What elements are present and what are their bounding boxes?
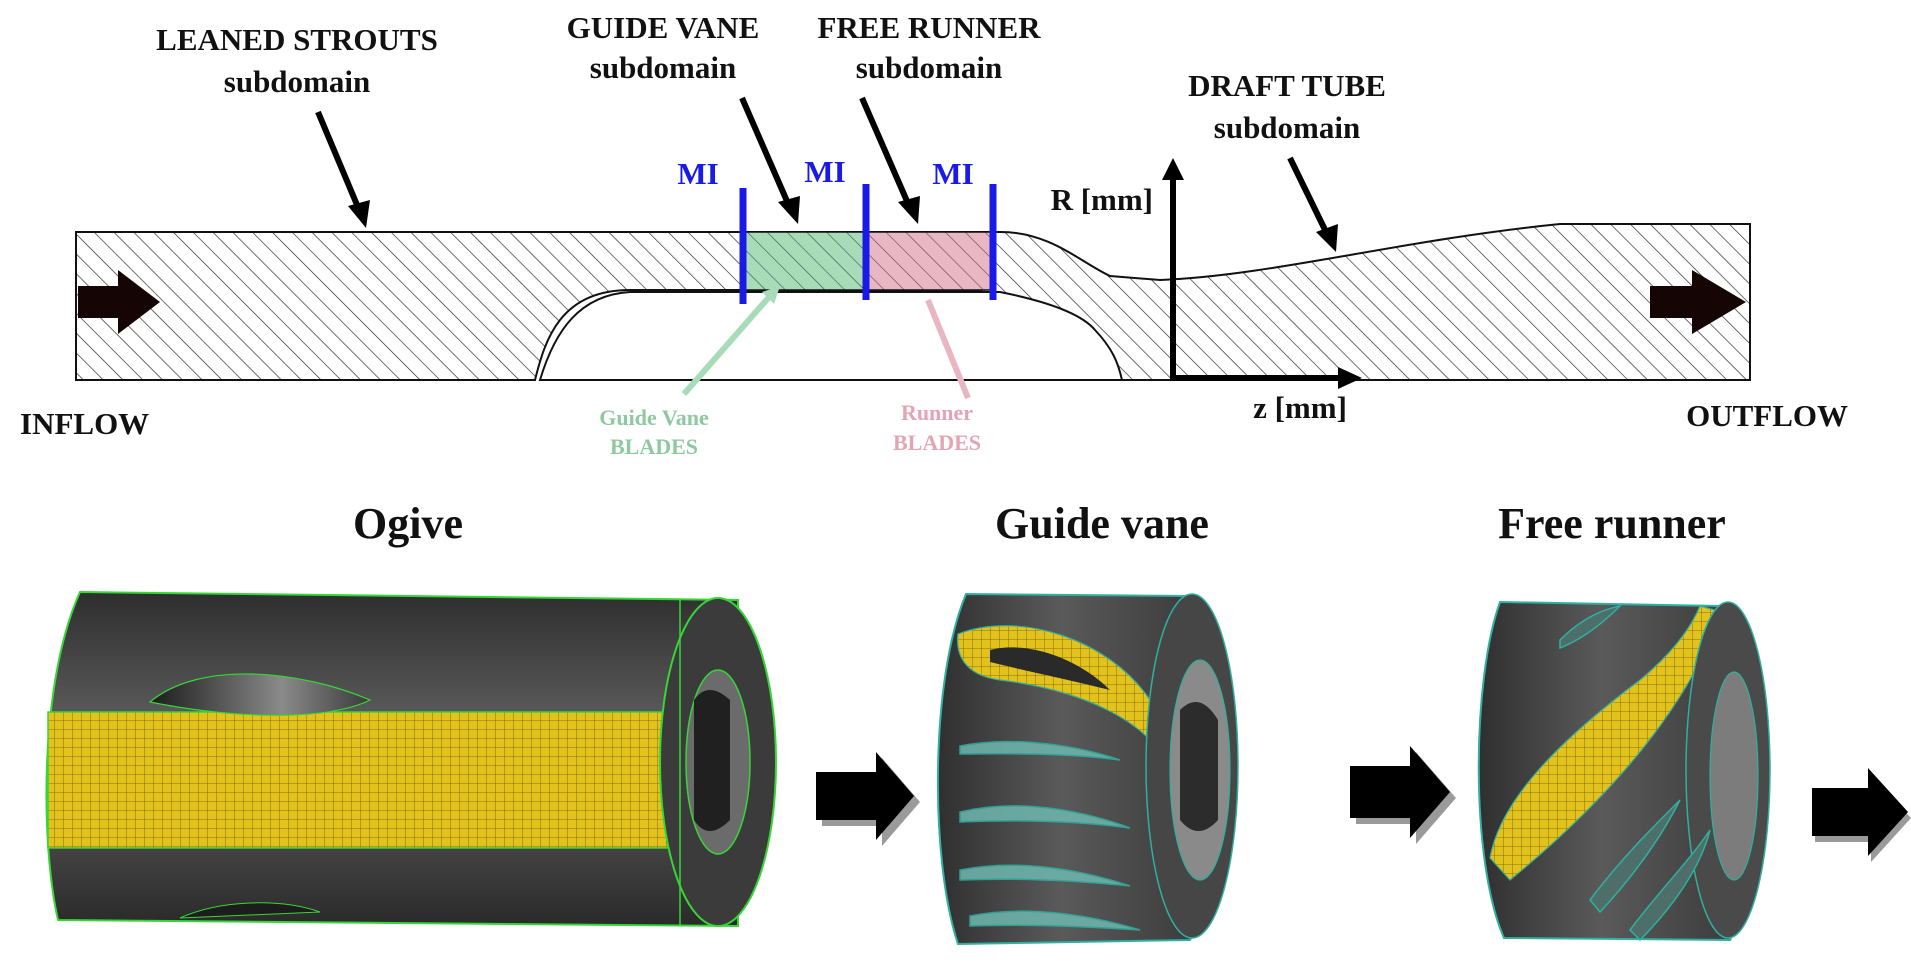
z-axis-arrowhead-icon xyxy=(1338,367,1362,389)
runner-blade-pointer xyxy=(925,298,971,400)
leaned-strouts-label: LEANED STROUTS xyxy=(156,22,438,57)
free-runner-label: FREE RUNNER xyxy=(817,10,1041,45)
z-axis-label: z [mm] xyxy=(1253,390,1347,425)
guide-vane-sub-label: subdomain xyxy=(590,50,736,85)
free-runner-caption: Free runner xyxy=(1498,499,1726,548)
guide-vane-subdomain-block xyxy=(744,231,866,291)
guide-vane-blade-pointer-head-icon xyxy=(762,286,780,304)
runner-blades-line1: Runner xyxy=(901,400,973,425)
guide-vane-blade-pointer xyxy=(681,294,773,396)
inflow-label: INFLOW xyxy=(20,406,149,441)
guide-vane-caption: Guide vane xyxy=(995,499,1209,548)
mi-label-1: MI xyxy=(677,156,718,191)
guide-vane-mesh-render xyxy=(936,592,1239,946)
draft-tube-sub-label: subdomain xyxy=(1214,110,1360,145)
runner-blades-line2: BLADES xyxy=(893,430,981,455)
hub-ogive-region xyxy=(538,291,1124,381)
r-axis-label: R [mm] xyxy=(1051,182,1153,217)
leaned-strouts-sub-label: subdomain xyxy=(224,64,370,99)
free-runner-sub-label: subdomain xyxy=(856,50,1002,85)
ogive-mesh-render xyxy=(45,590,777,928)
inflow-arrow-icon xyxy=(78,270,160,334)
mi-label-2: MI xyxy=(804,154,845,189)
ogive-caption: Ogive xyxy=(353,499,463,548)
meridional-section: LEANED STROUTS subdomain GUIDE VANE subd… xyxy=(20,10,1848,459)
guide-vane-blades-line1: Guide Vane xyxy=(599,405,709,430)
component-flow-arrows xyxy=(816,746,1911,862)
mi-label-3: MI xyxy=(932,156,973,191)
free-runner-subdomain-block xyxy=(864,231,993,291)
r-axis-arrowhead-icon xyxy=(1162,158,1184,180)
pointer-arrows xyxy=(315,96,1338,252)
draft-tube-label: DRAFT TUBE xyxy=(1188,68,1386,103)
guide-vane-label: GUIDE VANE xyxy=(567,10,760,45)
outflow-label: OUTFLOW xyxy=(1686,398,1848,433)
outflow-arrow-icon xyxy=(1650,270,1746,334)
guide-vane-blades-line2: BLADES xyxy=(610,434,698,459)
free-runner-mesh-render xyxy=(1477,600,1771,942)
